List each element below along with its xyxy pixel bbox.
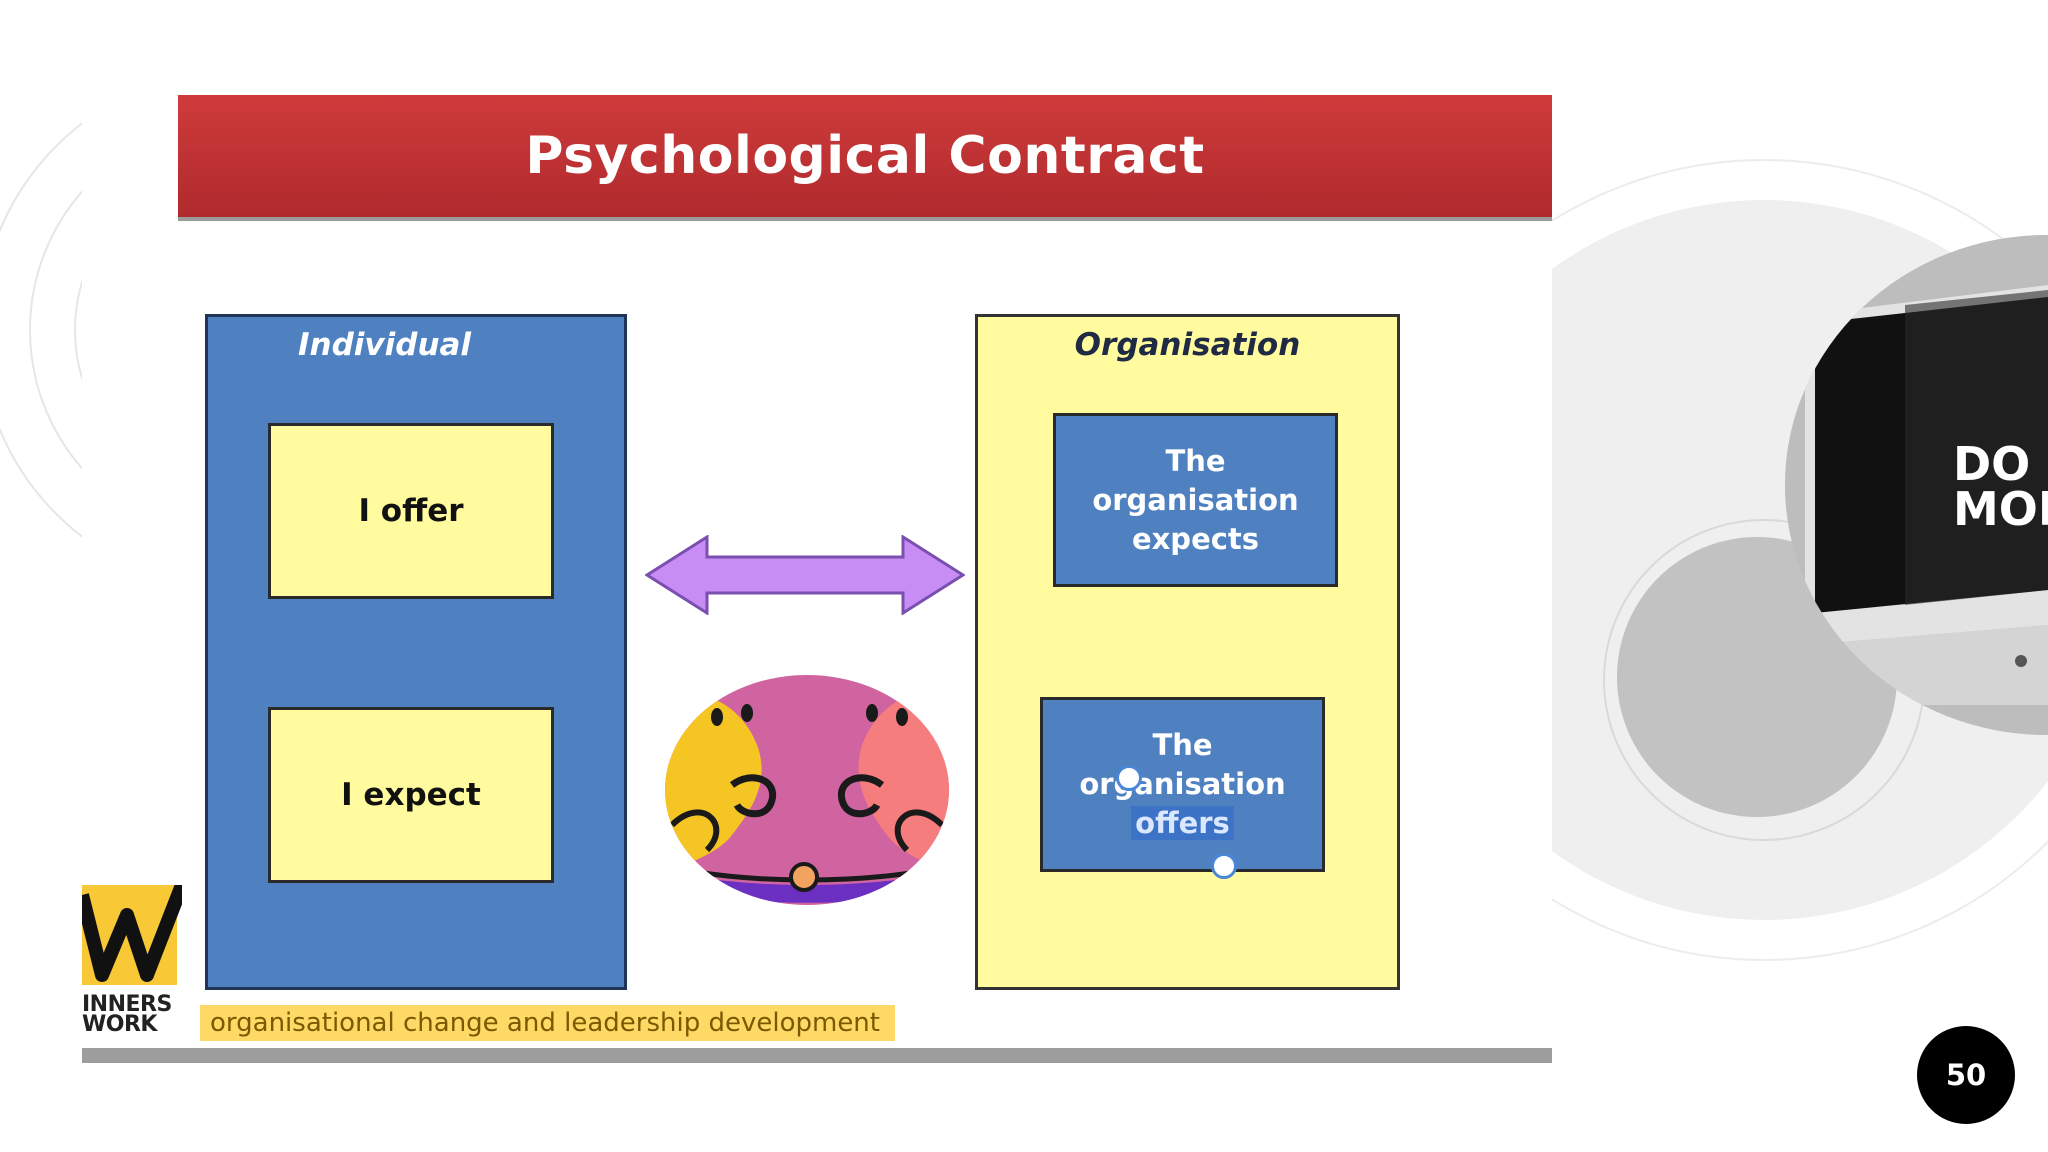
organisation-expects-line: organisation [1092, 482, 1299, 517]
two-faces-clipart [665, 675, 949, 905]
organisation-offers-line: organisation [1079, 767, 1286, 801]
organisation-label: Organisation [1074, 327, 1301, 363]
organisation-expects-box: The organisation expects [1053, 413, 1338, 587]
monitor-photo: DO MORE [1785, 235, 2048, 735]
logo-wordmark-line: INNERS [82, 992, 172, 1017]
embedded-slide: Psychological Contract Individual I offe… [82, 95, 1552, 1063]
organisation-offers-selected-text[interactable]: offers [1131, 806, 1234, 840]
selection-end-handle[interactable] [1211, 853, 1237, 879]
slide-title: Psychological Contract [525, 126, 1205, 186]
title-bar: Psychological Contract [178, 95, 1552, 221]
organisation-expects-line: expects [1131, 521, 1260, 556]
individual-label: Individual [298, 327, 472, 363]
organisation-expects-line: The [1165, 443, 1226, 478]
organisation-offers-box[interactable]: The organisation offers [1040, 697, 1325, 872]
logo-wordmark-line: WORK [82, 1012, 157, 1037]
selection-start-handle[interactable] [1116, 765, 1142, 791]
logo-wordmark: INNERS WORK [82, 992, 192, 1037]
double-arrow [645, 535, 965, 615]
i-expect-box: I expect [268, 707, 554, 883]
footer-bar [82, 1048, 1552, 1063]
i-expect-text: I expect [341, 777, 481, 813]
monitor-screen-text: MORE [1953, 482, 2048, 536]
winners-network-logo-icon [82, 885, 182, 985]
tagline: organisational change and leadership dev… [200, 1005, 895, 1041]
monitor-screen-text: DO [1953, 437, 2030, 491]
page-number-badge: 50 [1917, 1026, 2015, 1124]
organisation-offers-line: The [1152, 728, 1213, 762]
i-offer-text: I offer [358, 493, 464, 529]
individual-panel: Individual [205, 314, 627, 990]
i-offer-box: I offer [268, 423, 554, 599]
